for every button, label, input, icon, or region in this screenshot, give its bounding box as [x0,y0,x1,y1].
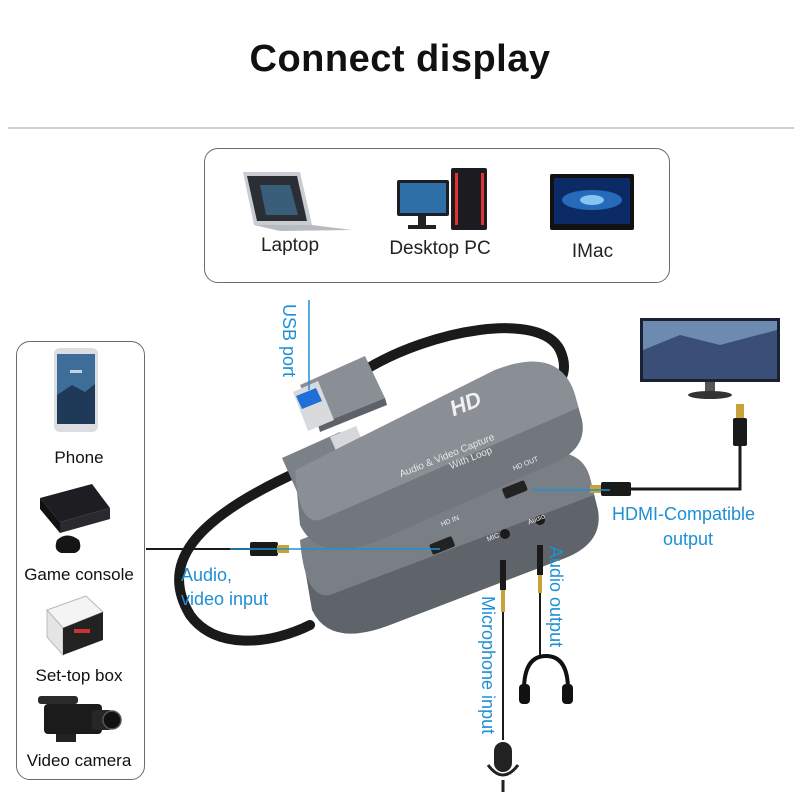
hdmi-output-label-line2: output [663,529,714,549]
av-input-label-line1: Audio, [181,565,233,585]
capture-device-upper [295,361,583,550]
av-input-label-line2: video input [181,589,269,609]
hdmi-output-label-line1: HDMI-Compatible [612,504,756,524]
host-label-imac: IMac [571,241,614,262]
hd-out-port [502,480,528,499]
microphone-cable [500,560,506,740]
audio-output-cable [537,545,543,655]
source-label-video-camera: Video camera [26,751,132,770]
hdmi-output-cable [590,404,747,496]
headphones-icon [519,653,573,704]
monitor-icon [640,318,780,399]
audio-output-label: Audio output [546,546,566,648]
usb-plug-upper [293,356,387,432]
audio-jack [535,515,545,525]
mic-jack [500,529,510,539]
hd-in-port [429,536,455,555]
page-title: Connect display [249,38,551,80]
usb-port-label: USB port [279,304,299,378]
source-label-set-top-box: Set-top box [35,666,123,685]
usb-cable [174,465,315,646]
host-label-laptop: Laptop [260,235,320,256]
source-label-game-console: Game console [24,565,134,584]
microphone-input-label: Microphone input [478,596,498,735]
microphone-icon [486,742,520,792]
host-label-desktop-pc: Desktop PC [389,238,491,259]
title-divider [8,127,794,129]
source-label-phone: Phone [54,448,104,467]
